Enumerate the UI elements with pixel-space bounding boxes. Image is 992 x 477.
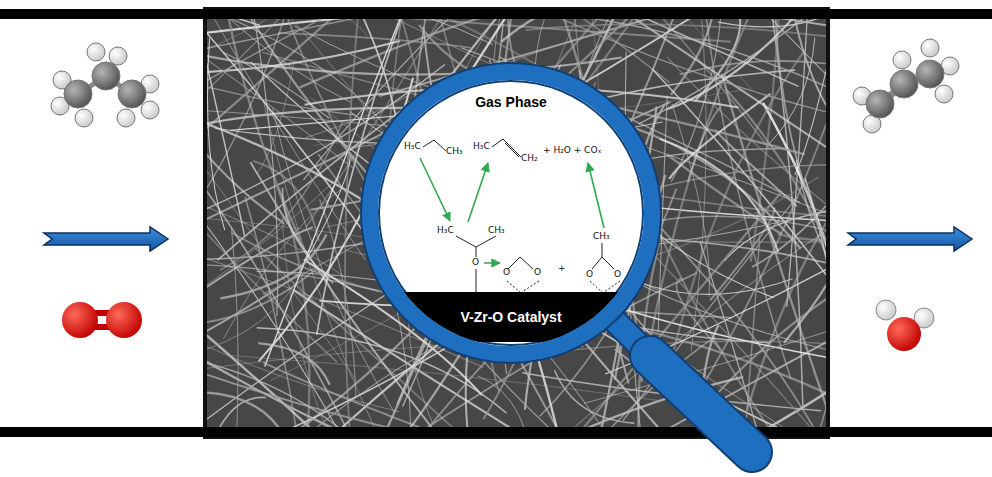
bottom-bar — [0, 427, 992, 437]
catalyst-band: V-Zr-O Catalyst — [378, 292, 644, 342]
fiber — [220, 234, 326, 298]
fiber — [691, 9, 706, 351]
fiber — [205, 207, 337, 362]
fiber — [205, 9, 320, 205]
sem-frame — [205, 9, 828, 437]
magnifier-lens: Gas PhaseV-Zr-O Catalyst H₃C CH₃ H₃C CH₂ + H₂… — [362, 64, 660, 362]
fiber — [205, 280, 297, 362]
fiber — [218, 228, 239, 437]
chem-label: O — [503, 268, 510, 277]
chem-label: CH₂ — [521, 154, 538, 163]
fiber — [297, 155, 350, 277]
fiber — [726, 89, 828, 431]
sem-fibers — [205, 9, 828, 437]
fiber — [226, 9, 277, 316]
catalyst-label: V-Zr-O Catalyst — [460, 309, 561, 325]
fiber — [205, 273, 300, 371]
top-bar — [0, 9, 992, 19]
fiber — [205, 9, 245, 236]
fiber — [205, 264, 378, 291]
chem-label: H₃C — [437, 226, 454, 235]
chem-label: H₃C — [404, 142, 421, 151]
flow-arrow — [848, 227, 972, 251]
fiber — [205, 176, 340, 349]
fiber — [620, 274, 793, 294]
flow-arrow — [44, 227, 168, 251]
fiber — [769, 38, 814, 144]
phase-heading: Gas Phase — [475, 94, 547, 110]
fiber — [205, 61, 355, 115]
chem-label: + H₂O + COₓ — [543, 146, 602, 155]
chem-label: O — [534, 268, 541, 277]
fiber — [615, 349, 817, 437]
fiber — [253, 161, 319, 241]
fiber — [638, 9, 828, 124]
fiber — [205, 348, 352, 437]
chem-label: CH₃ — [593, 232, 610, 241]
fiber — [761, 353, 828, 432]
chem-label: O — [586, 270, 593, 279]
fiber — [345, 9, 360, 437]
fiber — [525, 24, 828, 42]
fiber — [796, 160, 828, 282]
water-molecule — [876, 300, 934, 351]
fiber — [747, 184, 828, 411]
fiber — [667, 57, 828, 241]
oxygen-molecule — [62, 302, 142, 338]
fiber — [671, 9, 715, 95]
fiber — [730, 235, 760, 437]
fiber — [228, 355, 657, 400]
propane-molecule — [51, 43, 159, 127]
fiber — [205, 9, 401, 157]
chem-label: H₃C — [473, 142, 490, 151]
chem-label: O — [614, 270, 621, 279]
chem-label: CH₃ — [446, 147, 463, 156]
propylene-molecule — [853, 39, 959, 133]
chem-label: CH₃ — [488, 226, 505, 235]
fiber — [205, 345, 463, 383]
fiber — [750, 216, 828, 437]
fiber — [205, 9, 350, 102]
fiber — [672, 50, 805, 356]
chem-label: + — [558, 264, 566, 273]
fiber — [205, 350, 480, 437]
chem-label: O — [472, 258, 479, 267]
